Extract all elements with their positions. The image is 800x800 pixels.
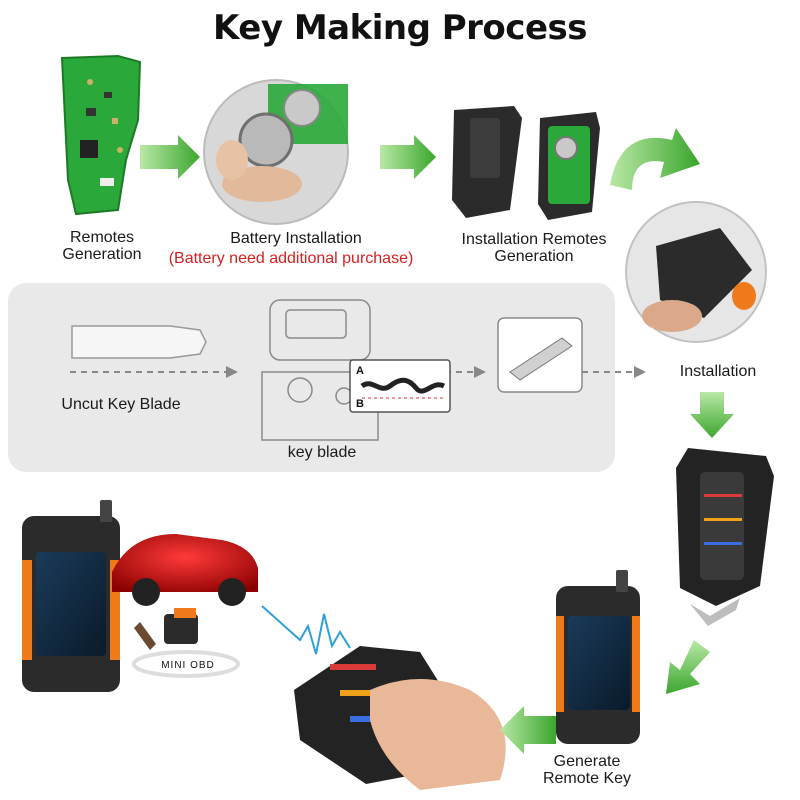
cut-profile-chart: [349, 359, 451, 413]
mini-obd-image: [132, 608, 240, 678]
installation-image: [625, 201, 767, 343]
page-title: Key Making Process: [213, 8, 587, 48]
pcb-board-image: [60, 54, 142, 216]
signal-wave: [261, 605, 351, 655]
smart-key-fob-image: [676, 448, 774, 626]
car-image: [112, 534, 258, 606]
label-installation: Installation: [679, 363, 757, 380]
key-tool-device-left: [22, 500, 120, 692]
key-cutting-machine-image: [261, 299, 379, 441]
battery-installation-image: [203, 79, 349, 225]
label-installation-remotes-generation: Installation Remotes Generation: [461, 231, 607, 265]
label-key-blade: key blade: [287, 444, 357, 461]
label-battery-installation: Battery Installation: [230, 230, 362, 247]
label-generate-remote-key: Generate Remote Key: [542, 753, 632, 787]
green-arrow-left: [500, 706, 556, 754]
uncut-key-blade-image: [71, 325, 207, 359]
fob-shell-images: [452, 106, 600, 220]
hand-holding-remote-image: [294, 646, 506, 790]
green-arrow-2: [380, 135, 436, 179]
green-curved-arrow: [610, 128, 700, 190]
cut-key-image: [497, 317, 583, 393]
label-battery-note: (Battery need additional purchase): [168, 250, 414, 267]
label-mini-obd: MINI OBD: [161, 660, 215, 671]
profile-label-b: B: [356, 398, 364, 410]
green-arrow-down-left: [666, 640, 710, 694]
green-arrow-1: [140, 135, 200, 179]
green-arrow-down: [690, 392, 734, 438]
profile-label-a: A: [356, 365, 364, 377]
label-remotes-generation: Remotes Generation: [62, 229, 142, 263]
key-tool-device-right: [556, 570, 640, 744]
label-uncut-key-blade: Uncut Key Blade: [61, 396, 181, 413]
